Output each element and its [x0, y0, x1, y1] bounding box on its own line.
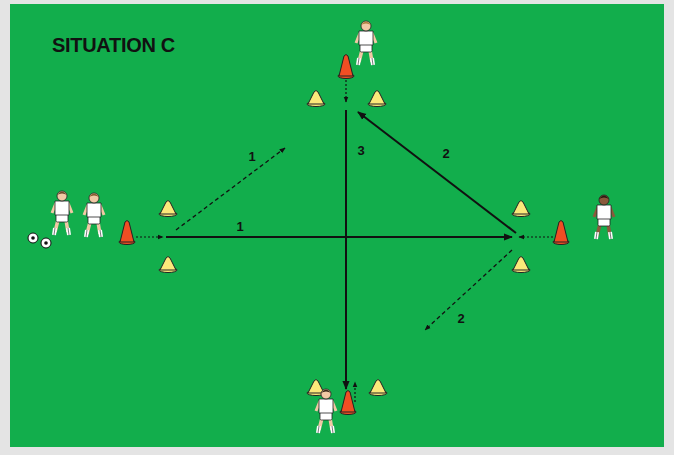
pass-arrow — [345, 110, 347, 389]
pitch — [10, 4, 664, 447]
diagram-title: SITUATION C — [52, 34, 175, 57]
pass-arrow — [358, 112, 516, 233]
orange-cone — [553, 221, 569, 245]
yellow-cone — [307, 91, 325, 107]
move-arrow — [136, 236, 163, 237]
move-arrow — [354, 382, 355, 402]
orange-cone — [338, 55, 354, 79]
yellow-cone — [512, 257, 530, 273]
callout-number: 2 — [457, 311, 464, 326]
player-figure — [84, 193, 104, 237]
yellow-cone — [369, 380, 387, 396]
callout-number: 1 — [248, 149, 255, 164]
orange-cone — [340, 391, 356, 415]
yellow-cone — [159, 201, 177, 217]
move-arrow — [345, 80, 346, 102]
run-arrow — [425, 250, 512, 330]
callout-number: 2 — [442, 146, 449, 161]
player-figure — [316, 389, 336, 433]
player-figure — [52, 191, 72, 235]
yellow-cone — [159, 257, 177, 273]
yellow-cone — [368, 91, 386, 107]
player-figure — [594, 195, 614, 239]
callout-number: 1 — [236, 219, 243, 234]
run-arrow — [176, 148, 285, 230]
callout-number: 3 — [357, 143, 364, 158]
player-figure — [356, 21, 376, 65]
orange-cone — [119, 221, 135, 245]
pass-arrow — [166, 236, 512, 238]
move-arrow — [519, 236, 553, 237]
pass-lines — [136, 80, 553, 402]
yellow-cone — [512, 201, 530, 217]
football — [28, 233, 38, 243]
football — [41, 238, 51, 248]
